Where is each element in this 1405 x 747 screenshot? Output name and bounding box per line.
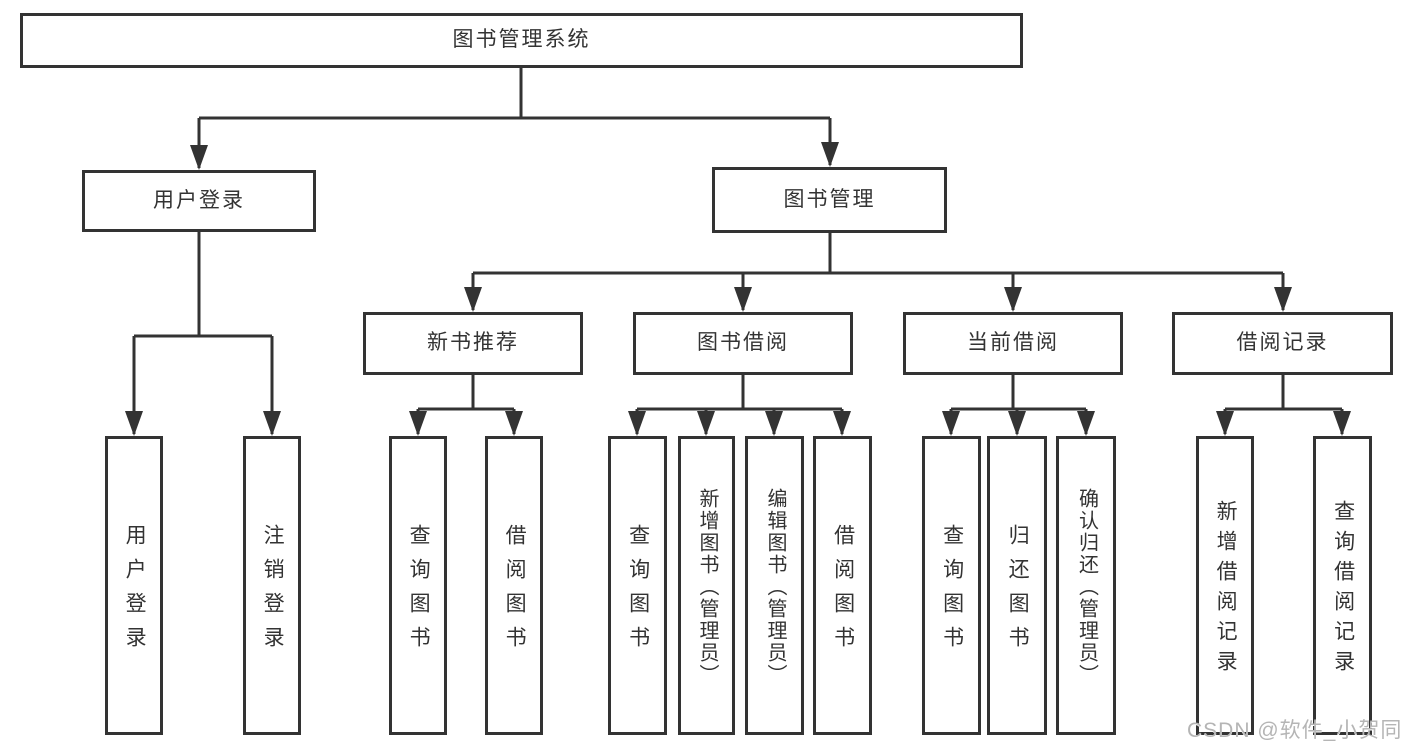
leaf-user-login: 用户登录: [105, 436, 163, 735]
leaf-nb-query-books: 查询图书: [389, 436, 447, 735]
leaf-bb-add-books-admin: 新增图书（管理员）: [678, 436, 735, 735]
leaf-nb-borrow-books-label: 借阅图书: [503, 524, 527, 660]
leaf-bb-borrow-books-label: 借阅图书: [831, 524, 855, 660]
node-book-borrow: 图书借阅: [633, 312, 853, 375]
leaf-br-add-record-label: 新增借阅记录: [1214, 500, 1238, 680]
csdn-watermark: CSDN @软件_小贺同学: [1187, 719, 1403, 742]
node-root: 图书管理系统: [20, 13, 1023, 68]
leaf-br-query-record-label: 查询借阅记录: [1331, 500, 1355, 680]
leaf-nb-borrow-books: 借阅图书: [485, 436, 543, 735]
node-current-borrow: 当前借阅: [903, 312, 1123, 375]
node-user-login-label: 用户登录: [153, 188, 245, 212]
leaf-bb-edit-books-admin: 编辑图书（管理员）: [745, 436, 804, 735]
leaf-bb-query-books: 查询图书: [608, 436, 667, 735]
leaf-bb-query-books-label: 查询图书: [626, 524, 650, 660]
node-book-borrow-label: 图书借阅: [697, 331, 789, 355]
leaf-nb-query-books-label: 查询图书: [407, 524, 431, 660]
leaf-br-query-record: 查询借阅记录: [1313, 436, 1372, 735]
node-current-borrow-label: 当前借阅: [967, 331, 1059, 355]
node-new-book-recommend-label: 新书推荐: [427, 331, 519, 355]
leaf-cb-confirm-return-admin: 确认归还（管理员）: [1056, 436, 1116, 735]
leaf-cb-query-books-label: 查询图书: [940, 524, 964, 660]
leaf-logout-label: 注销登录: [261, 524, 285, 660]
node-user-login: 用户登录: [82, 170, 316, 232]
node-borrow-record: 借阅记录: [1172, 312, 1393, 375]
leaf-user-login-label: 用户登录: [123, 524, 147, 660]
leaf-logout: 注销登录: [243, 436, 301, 735]
node-root-label: 图书管理系统: [452, 28, 591, 52]
leaf-br-add-record: 新增借阅记录: [1196, 436, 1254, 735]
leaf-cb-return-books: 归还图书: [987, 436, 1047, 735]
leaf-bb-borrow-books: 借阅图书: [813, 436, 872, 735]
leaf-cb-return-books-label: 归还图书: [1006, 524, 1030, 660]
node-book-management-label: 图书管理: [783, 187, 876, 211]
leaf-cb-query-books: 查询图书: [922, 436, 981, 735]
leaf-bb-edit-books-admin-label: 编辑图书（管理员）: [764, 487, 786, 686]
leaf-cb-confirm-return-admin-label: 确认归还（管理员）: [1075, 487, 1098, 686]
leaf-bb-add-books-admin-label: 新增图书（管理员）: [696, 487, 718, 686]
node-book-management: 图书管理: [712, 167, 947, 233]
node-new-book-recommend: 新书推荐: [363, 312, 583, 375]
node-borrow-record-label: 借阅记录: [1236, 331, 1329, 355]
